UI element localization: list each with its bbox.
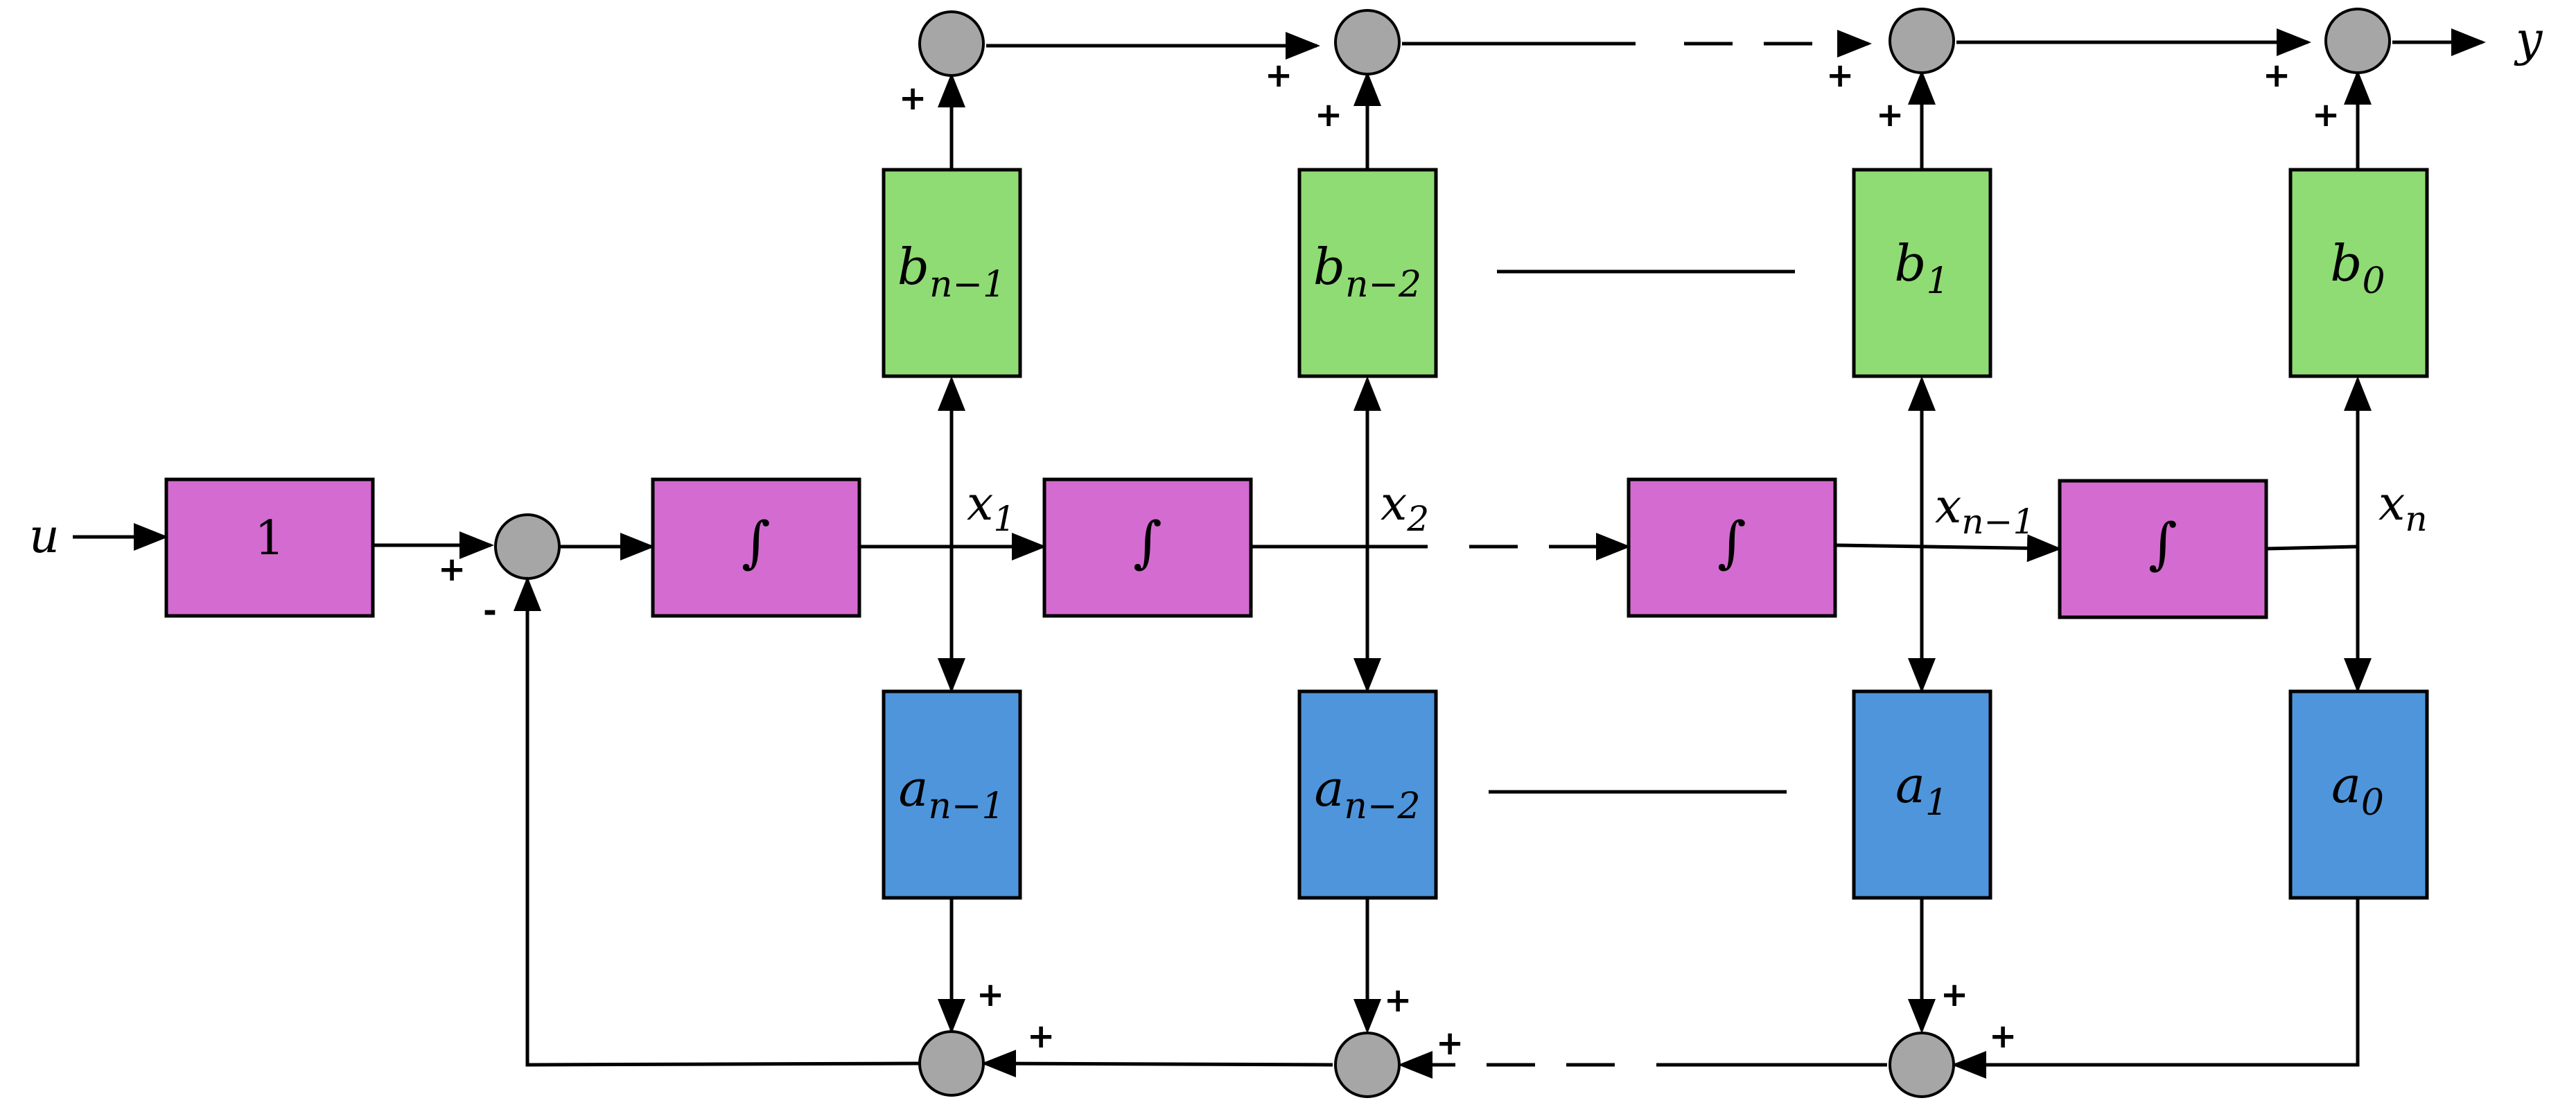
output-sum-junction-4 [2324,8,2391,74]
wire-bottom-2-1 [981,1050,1333,1078]
a-coef-label-n-1: an−1 [898,759,1004,827]
wire-a0-feedback [1952,898,2360,1079]
integrator-symbol: ∫ [1133,510,1162,574]
integrator-symbol: ∫ [742,510,771,574]
output-sum-junction-3 [1889,8,1955,74]
denominator-block-a-n-1 [882,689,1022,900]
minus-sign: - [483,592,497,630]
plus-sign: + [1989,1017,2017,1056]
plus-sign: + [438,550,466,589]
numerator-block-b-n-1 [882,168,1022,378]
output-sum-chain: + + + + + + + y [899,8,2543,170]
plus-sign: + [1027,1017,1055,1056]
output-label-y: y [2514,12,2543,67]
plus-sign: + [1315,96,1342,134]
denominator-block-a-n-2 [1297,689,1438,900]
denominator-block-a-1 [1852,689,1992,900]
input-sum-junction [494,513,561,580]
state-label-x1: x1 [967,477,1015,539]
plus-sign: + [1265,56,1293,95]
plus-sign: + [2263,56,2290,95]
denominator-blocks: an−1 an−2 a1 a0 [882,689,2429,900]
output-sum-junction-1 [918,10,985,77]
integrator-symbol: ∫ [2148,511,2178,576]
plus-sign: + [1436,1024,1464,1063]
a-coef-label-1: a1 [1895,756,1948,824]
output-sum-junction-2 [1334,9,1401,76]
feedback-wire-to-input-sum [514,576,920,1067]
integrator-symbol: ∫ [1717,510,1746,574]
wire-int3-to-int4 [1834,534,2062,563]
wire-int4-out [2266,545,2358,551]
plus-sign: + [1826,56,1854,95]
gain-label: 1 [254,511,284,566]
integrator-block-2 [1042,477,1253,618]
forward-path: u 1 + - ∫ ∫ ∫ ∫ x1 x2 xn−1 xn [29,376,2428,693]
input-label-u: u [29,509,60,564]
feedback-sum-junction-3 [1889,1032,1955,1098]
plus-sign: + [2312,96,2340,134]
feedback-sum-junction-2 [1334,1032,1401,1098]
b-coef-label-n-2: bn−2 [1313,238,1421,306]
plus-sign: + [1940,975,1968,1014]
numerator-block-b-n-2 [1297,168,1438,378]
a-coef-label-0: a0 [2331,756,2384,824]
gain-block [164,477,375,618]
state-label-xn-1: xn−1 [1935,479,2035,542]
plus-sign: + [976,975,1004,1014]
b-coef-label-n-1: bn−1 [897,238,1006,306]
numerator-block-b-0 [2288,168,2429,378]
plus-sign: + [1384,981,1412,1020]
feedback-sum-junction-1 [918,1030,985,1097]
state-label-xn: xn [2378,477,2428,539]
integrator-block-1 [651,477,861,618]
feedback-sum-chain: + + + + + + [514,576,2360,1098]
plus-sign: + [1876,96,1904,134]
state-label-x2: x2 [1381,477,1429,539]
plus-sign: + [899,79,927,118]
numerator-blocks: bn−1 bn−2 b1 b0 [882,168,2429,378]
b-coef-label-0: b0 [2330,234,2385,302]
a-coef-label-n-2: an−2 [1314,759,1420,827]
b-coef-label-1: b1 [1894,234,1949,302]
